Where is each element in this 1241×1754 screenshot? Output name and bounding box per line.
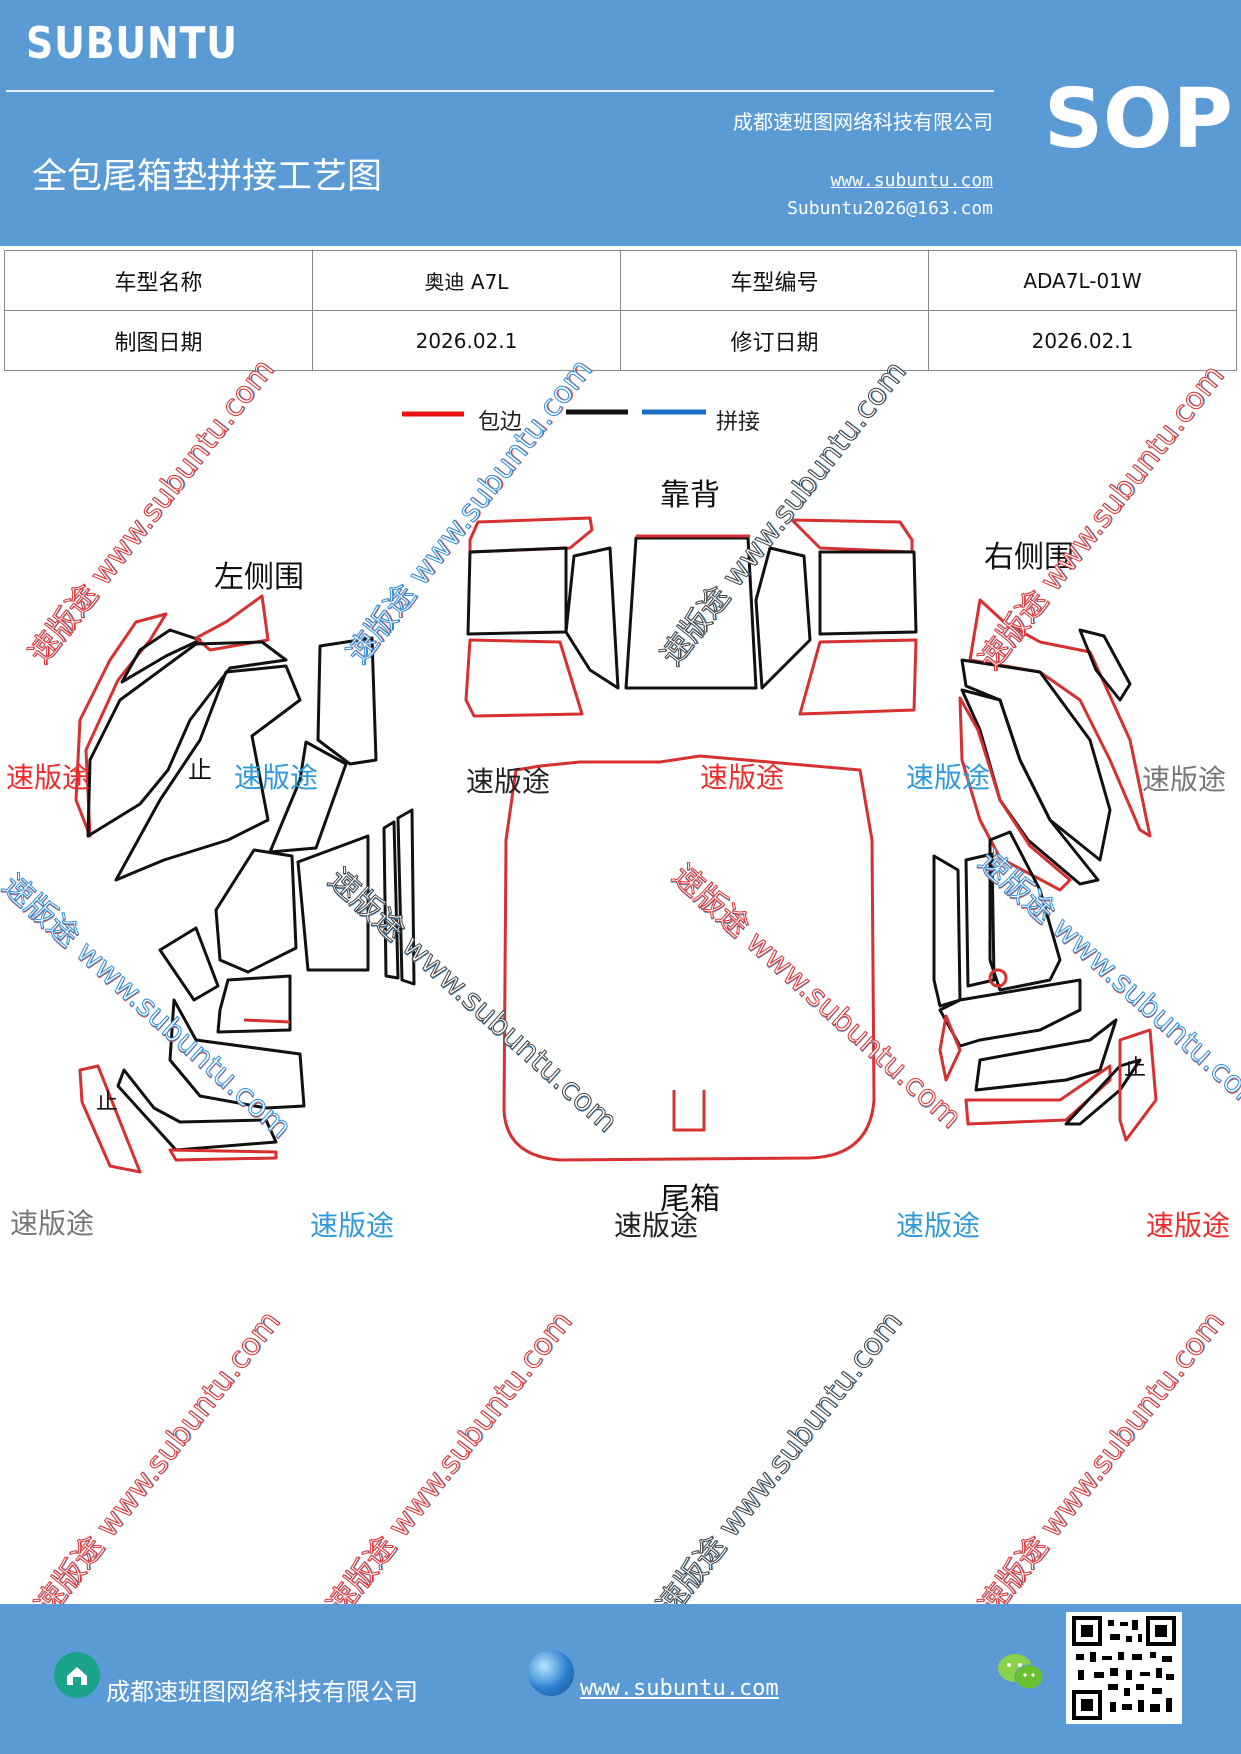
cut-pattern-diagram <box>74 516 1158 1174</box>
watermark-diagonal: 速版途 www.subuntu.com <box>28 1304 288 1623</box>
left-side-piece <box>396 808 416 986</box>
left-side-label: 左侧围 <box>214 560 304 595</box>
watermark-diagonal: 速版途 www.subuntu.com <box>650 1304 910 1623</box>
watermark-diagonal: 速版途 www.subuntu.com <box>972 1304 1232 1623</box>
table-row: 制图日期 2026.02.1 修订日期 2026.02.1 <box>4 310 1237 371</box>
header-email[interactable]: Subuntu2026@163.com <box>787 198 993 219</box>
left-side-edge <box>243 1018 291 1024</box>
globe-icon <box>528 1650 574 1696</box>
left-side-piece <box>86 640 288 838</box>
watermark-text: 速版途 <box>310 1209 395 1242</box>
header-divider <box>6 90 994 92</box>
left-side-piece <box>382 820 400 980</box>
backrest-piece <box>624 536 758 690</box>
watermark-diagonal: 速版途 www.subuntu.com <box>320 1304 580 1623</box>
footer-company: 成都速班图网络科技有限公司 <box>106 1678 418 1706</box>
left-side-piece <box>114 664 302 882</box>
right-side-piece <box>1064 1058 1142 1126</box>
header-banner: SUBUNTU 成都速班图网络科技有限公司 全包尾箱垫拼接工艺图 www.sub… <box>0 0 1241 246</box>
legend-splice-label: 拼接 <box>716 410 761 435</box>
left-side-piece <box>296 834 370 972</box>
left-side-piece <box>268 740 348 854</box>
left-side-piece <box>158 926 220 1002</box>
left-side-piece <box>316 636 378 766</box>
right-side-piece <box>938 978 1082 1048</box>
watermark-text: 速版途 <box>1146 1209 1231 1242</box>
watermark-text: 速版途 <box>6 761 91 794</box>
draw-date-value: 2026.02.1 <box>312 310 621 371</box>
model-name-label: 车型名称 <box>4 250 313 311</box>
legend-wrap-label: 包边 <box>478 410 523 435</box>
watermark-text: 速版途 <box>1142 763 1227 796</box>
backrest-piece <box>466 546 568 636</box>
backrest-piece <box>468 516 594 554</box>
right-side-piece <box>964 1064 1112 1126</box>
right-side-label: 右侧围 <box>984 540 1074 575</box>
left-side-piece <box>214 848 298 974</box>
revise-date-label: 修订日期 <box>620 310 929 371</box>
revise-date-value: 2026.02.1 <box>928 310 1237 371</box>
right-side-hole <box>988 968 1008 988</box>
right-side-piece <box>958 696 1072 892</box>
legend-lines <box>402 409 706 417</box>
stop-mark: 止 <box>96 1090 119 1115</box>
left-side-piece <box>120 628 202 684</box>
backrest-piece <box>464 638 584 718</box>
watermark-text: 速版途 <box>906 761 991 794</box>
backrest-piece <box>754 546 812 690</box>
sop-label: SOP <box>1044 72 1233 167</box>
backrest-label: 靠背 <box>660 478 720 513</box>
right-side-piece <box>960 658 1112 862</box>
draw-date-label: 制图日期 <box>4 310 313 371</box>
right-side-piece <box>974 1018 1118 1092</box>
info-table: 车型名称 奥迪 A7L 车型编号 ADA7L-01W 制图日期 2026.02.… <box>4 250 1237 371</box>
wechat-icon[interactable] <box>996 1650 1046 1694</box>
watermark-text: 速版途 <box>10 1207 95 1240</box>
backrest-piece <box>790 518 914 554</box>
right-side-piece <box>938 1014 962 1082</box>
trunk-label: 尾箱 <box>660 1182 720 1217</box>
stop-mark: 止 <box>188 756 212 784</box>
model-code-value: ADA7L-01W <box>928 250 1237 311</box>
home-icon <box>54 1652 100 1698</box>
page-title: 全包尾箱垫拼接工艺图 <box>32 157 383 197</box>
trunk-floor-piece <box>502 754 876 1162</box>
brand-logo: SUBUNTU <box>26 18 238 69</box>
right-side-piece <box>932 854 962 1008</box>
left-side-piece <box>168 1148 278 1162</box>
stop-mark: 止 <box>1124 1056 1147 1081</box>
watermark-text: 速版途 <box>466 765 551 798</box>
left-side-piece <box>116 1068 278 1152</box>
left-side-piece <box>168 998 306 1110</box>
trunk-notch <box>672 1090 706 1132</box>
watermark-text: 速版途 <box>234 761 319 794</box>
table-row: 车型名称 奥迪 A7L 车型编号 ADA7L-01W <box>4 250 1237 311</box>
footer-website-link[interactable]: www.subuntu.com <box>580 1676 779 1701</box>
right-side-piece <box>1078 628 1132 702</box>
left-side-piece <box>216 974 292 1034</box>
watermark-text: 速版途 <box>896 1209 981 1242</box>
header-website-link[interactable]: www.subuntu.com <box>830 170 993 191</box>
left-side-piece <box>194 594 270 652</box>
model-name-value: 奥迪 A7L <box>312 250 621 311</box>
left-side-piece <box>74 612 168 838</box>
backrest-piece <box>564 546 620 690</box>
model-code-label: 车型编号 <box>620 250 929 311</box>
left-side-piece <box>78 1064 142 1174</box>
watermark-text: 速版途 <box>614 1209 699 1242</box>
watermark-text: 速版途 <box>700 761 785 794</box>
backrest-piece <box>798 638 918 716</box>
backrest-piece <box>818 550 918 636</box>
header-company: 成都速班图网络科技有限公司 <box>733 110 993 134</box>
qr-code <box>1066 1612 1182 1724</box>
right-side-piece <box>1118 1028 1158 1142</box>
right-side-piece <box>988 830 1062 992</box>
right-side-piece <box>964 852 996 988</box>
